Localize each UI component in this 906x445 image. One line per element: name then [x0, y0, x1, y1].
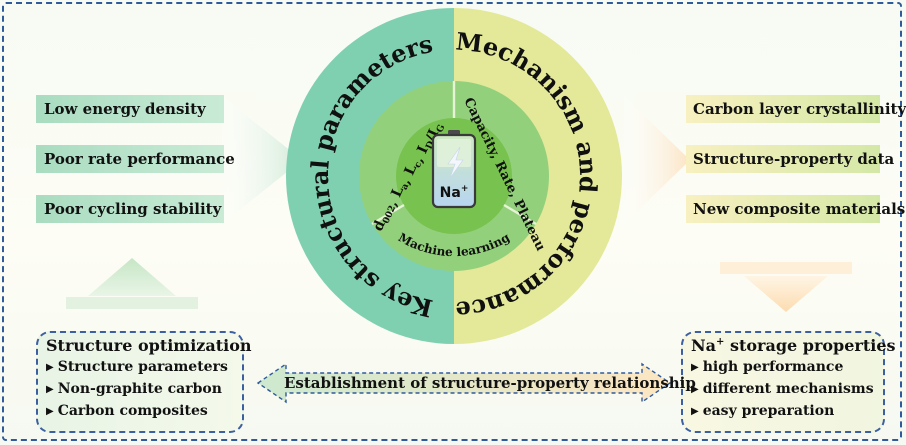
problem-poor-cycling-stability: Poor cycling stability: [36, 195, 224, 223]
bullet-icon: ▶: [46, 384, 54, 395]
output-structure-property-data: Structure-property data: [686, 145, 894, 173]
bullet-icon: ▶: [691, 406, 699, 417]
structure-optimization-box: Structure optimization ▶Structure parame…: [36, 331, 252, 433]
relationship-double-arrow: [256, 362, 672, 404]
problem-low-energy-density: Low energy density: [36, 95, 224, 123]
battery-label-sup: +: [461, 184, 469, 194]
param-symbol: , L: [384, 184, 407, 209]
up-arrow-left-stem: [66, 297, 198, 309]
param-subscript: a: [400, 182, 412, 192]
bullet-icon: ▶: [691, 384, 699, 395]
list-item: ▶Non-graphite carbon: [46, 379, 242, 401]
down-arrow-right: [744, 276, 828, 312]
param-subscript: G: [435, 123, 447, 134]
down-arrow-right-stem: [720, 262, 852, 274]
dashed-frame: [2, 2, 902, 441]
up-arrow-left: [88, 258, 176, 296]
na-storage-properties-box: Na+ storage properties ▶high performance…: [681, 331, 896, 433]
output-carbon-layer-crystallinity: Carbon layer crystallinity: [686, 95, 906, 123]
list-item: ▶easy preparation: [691, 401, 883, 423]
output-new-composite-materials: New composite materials: [686, 195, 905, 223]
title-rest: storage properties: [724, 336, 896, 355]
item-text: high performance: [702, 359, 844, 375]
bullet-icon: ▶: [46, 362, 54, 373]
item-text: easy preparation: [702, 403, 835, 419]
list-item: ▶Carbon composites: [46, 401, 242, 423]
item-text: Carbon composites: [57, 403, 208, 419]
list-item: ▶high performance: [691, 357, 883, 379]
inner-divider-left: [371, 203, 405, 226]
structure-optimization-title: Structure optimization: [46, 336, 252, 355]
inner-divider-right: [503, 203, 537, 226]
problem-poor-rate-performance: Poor rate performance: [36, 145, 235, 173]
battery-label: Na+: [440, 184, 469, 201]
bullet-icon: ▶: [691, 362, 699, 373]
battery-label-na: Na: [440, 185, 461, 201]
list-item: ▶Structure parameters: [46, 357, 242, 379]
param-symbol: , I: [411, 144, 432, 165]
title-sup: +: [716, 336, 725, 348]
item-text: different mechanisms: [702, 381, 874, 397]
relationship-label: Establishment of structure-property rela…: [284, 374, 696, 392]
item-text: Non-graphite carbon: [57, 381, 222, 397]
right-arrow-right: [624, 96, 690, 224]
right-arrow-left: [222, 96, 302, 224]
param-symbol: , L: [398, 162, 421, 187]
item-text: Structure parameters: [57, 359, 228, 375]
bullet-icon: ▶: [46, 406, 54, 417]
param-subscript: D: [424, 140, 436, 151]
battery-lightning-icon: [431, 130, 477, 209]
param-subscript: c: [413, 160, 425, 170]
na-storage-properties-title: Na+ storage properties: [691, 336, 896, 355]
list-item: ▶different mechanisms: [691, 379, 883, 401]
title-na: Na: [691, 336, 716, 355]
